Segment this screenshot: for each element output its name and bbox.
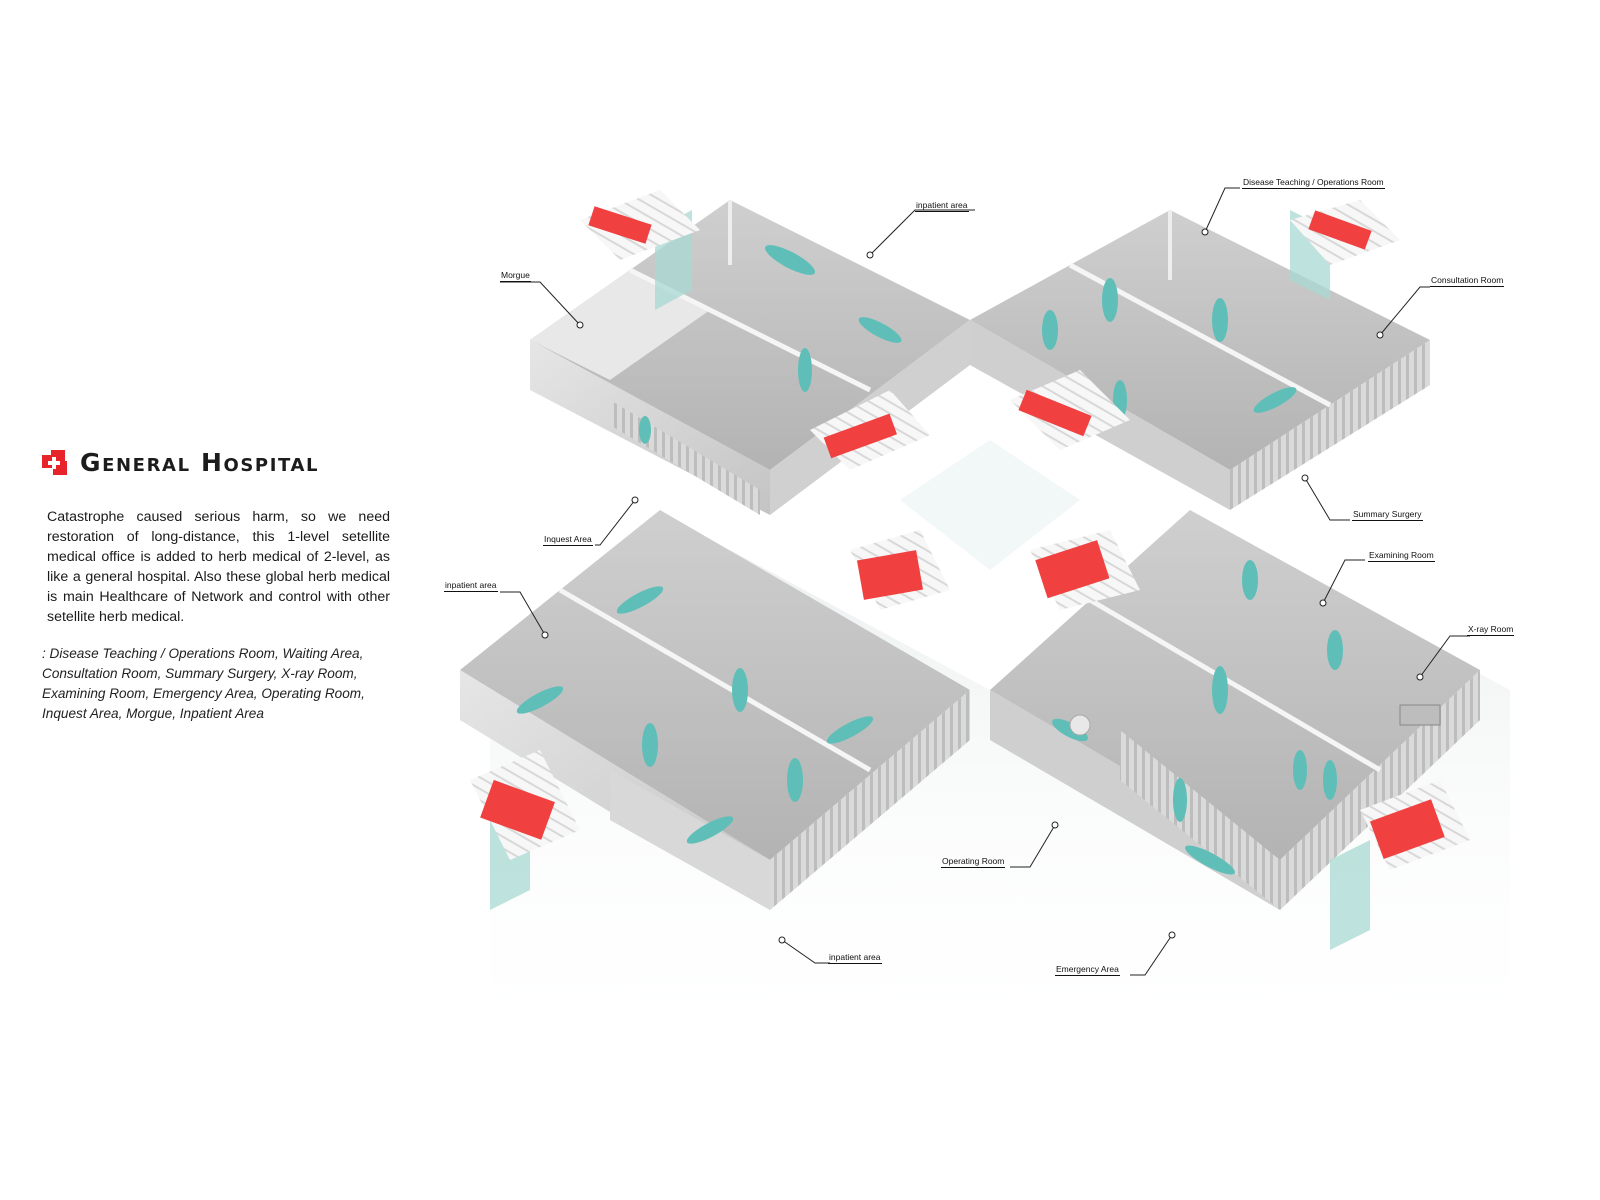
callout-inquest: Inquest Area — [543, 534, 593, 546]
callout-operating: Operating Room — [941, 856, 1006, 868]
callout-emergency: Emergency Area — [1055, 964, 1120, 976]
callout-inpatient-top: inpatient area — [915, 200, 969, 212]
callout-summary-surgery: Summary Surgery — [1352, 509, 1423, 521]
callout-xray: X-ray Room — [1467, 624, 1515, 636]
hospital-isometric-diagram: Morgue inpatient area Disease Teaching /… — [430, 170, 1600, 1070]
rooms-list: : Disease Teaching / Operations Room, Wa… — [42, 646, 365, 721]
callout-examining: Examining Room — [1368, 550, 1435, 562]
callout-disease-teaching: Disease Teaching / Operations Room — [1242, 177, 1385, 189]
callout-inpatient-left: inpatient area — [444, 580, 498, 592]
description-paragraph: Catastrophe caused serious harm, so we n… — [47, 509, 390, 625]
building-render — [460, 187, 1510, 1070]
wing-bottom-right — [990, 510, 1480, 950]
wing-top-right — [970, 200, 1430, 510]
red-cross-blocks-icon — [42, 449, 68, 476]
callout-inpatient-bottom: inpatient area — [828, 952, 882, 964]
wing-bottom-left — [460, 510, 970, 910]
page-title: General Hospital — [80, 448, 320, 477]
callout-leaders — [500, 187, 1470, 976]
hospital-title-row: General Hospital — [42, 448, 319, 477]
callout-morgue: Morgue — [500, 270, 531, 282]
callout-consultation: Consultation Room — [1430, 275, 1505, 287]
wing-top-left — [530, 190, 970, 515]
